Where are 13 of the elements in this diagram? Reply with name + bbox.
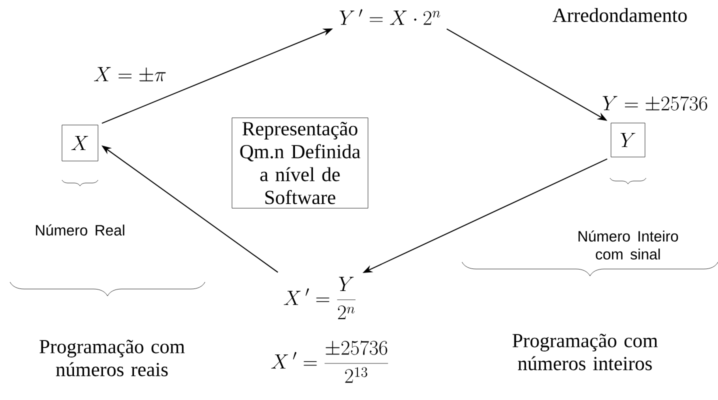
variable-box: $Y$ [610,122,646,158]
caption: Número Real [36,224,124,236]
formula: $Y = \pm 25736$ [602,96,708,111]
edge-label: Arredondamento [552,7,688,24]
edge-label: $X = \pm \pi$ [92,66,168,84]
formula: $Y\,' = X \cdot 2^{n}$ [340,9,440,25]
caption: Programação com números inteiros [512,334,658,370]
formula: $X\,' = \frac{Y}{2^{n}}$ [284,276,356,320]
variable-box: $X$ [62,124,98,162]
formula: $X\,' = \frac{\pm 25736}{2^{13}}$ [271,340,388,383]
caption: Programação com números reais [40,340,185,376]
representation-box: Representação Qm.n Definida a nível de Software [232,118,368,208]
caption: Número Inteiro com sinal [578,230,678,260]
